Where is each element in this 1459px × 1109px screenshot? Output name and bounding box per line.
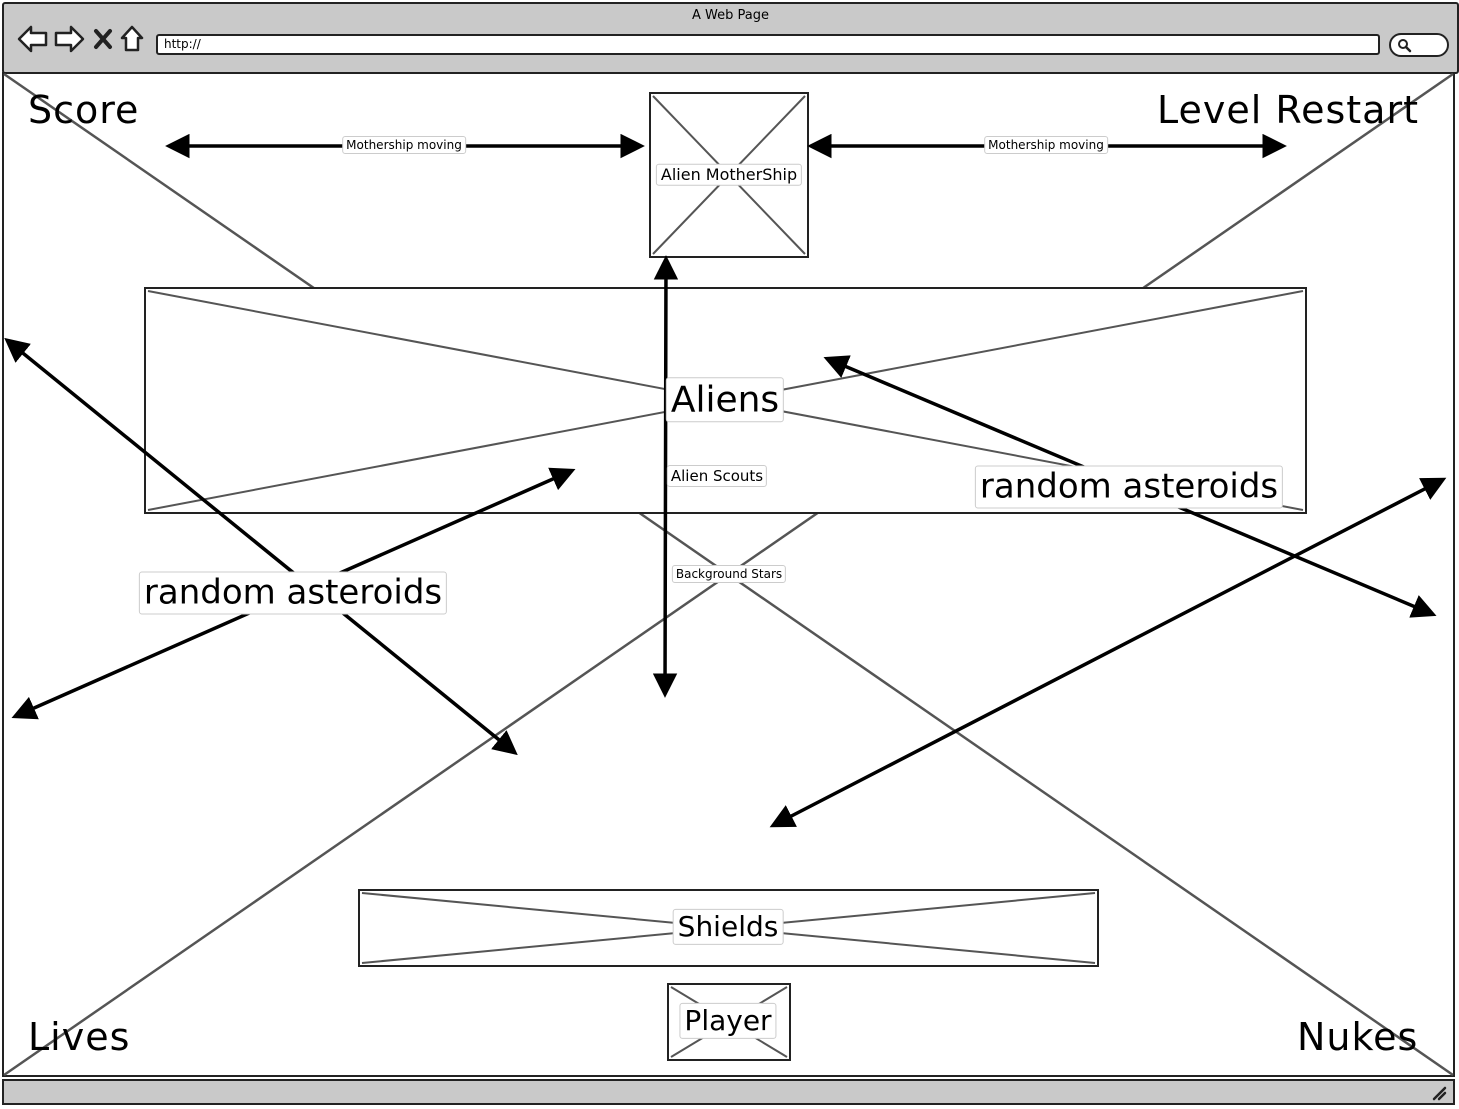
alien-scouts-label: Alien Scouts <box>666 465 768 487</box>
random-asteroids-label-right: random asteroids <box>974 465 1284 509</box>
browser-toolbar: A Web Page http:// <box>2 2 1459 74</box>
forward-arrow-icon[interactable] <box>52 24 86 54</box>
search-field[interactable] <box>1389 33 1449 57</box>
search-icon <box>1398 39 1412 53</box>
resize-grip-icon[interactable] <box>1429 1083 1449 1103</box>
mothership-label: Alien MotherShip <box>655 163 803 187</box>
nukes-label: Nukes <box>1297 1015 1419 1059</box>
aliens-label: Aliens <box>665 377 785 423</box>
player-label: Player <box>679 1002 777 1040</box>
mothership-moving-label-left: Mothership moving <box>342 136 466 154</box>
close-x-icon[interactable] <box>92 24 114 54</box>
window-title: A Web Page <box>692 8 769 23</box>
home-icon[interactable] <box>118 24 146 54</box>
url-input[interactable]: http:// <box>156 34 1380 55</box>
status-bar <box>2 1079 1455 1105</box>
back-arrow-icon[interactable] <box>16 24 50 54</box>
random-asteroids-label-left: random asteroids <box>138 571 448 615</box>
score-label: Score <box>28 88 140 132</box>
background-stars-label: Background Stars <box>671 565 787 583</box>
shields-label: Shields <box>672 908 784 946</box>
lives-label: Lives <box>28 1015 131 1059</box>
level-restart-label[interactable]: Level Restart <box>1157 88 1419 132</box>
mothership-moving-label-right: Mothership moving <box>984 136 1108 154</box>
